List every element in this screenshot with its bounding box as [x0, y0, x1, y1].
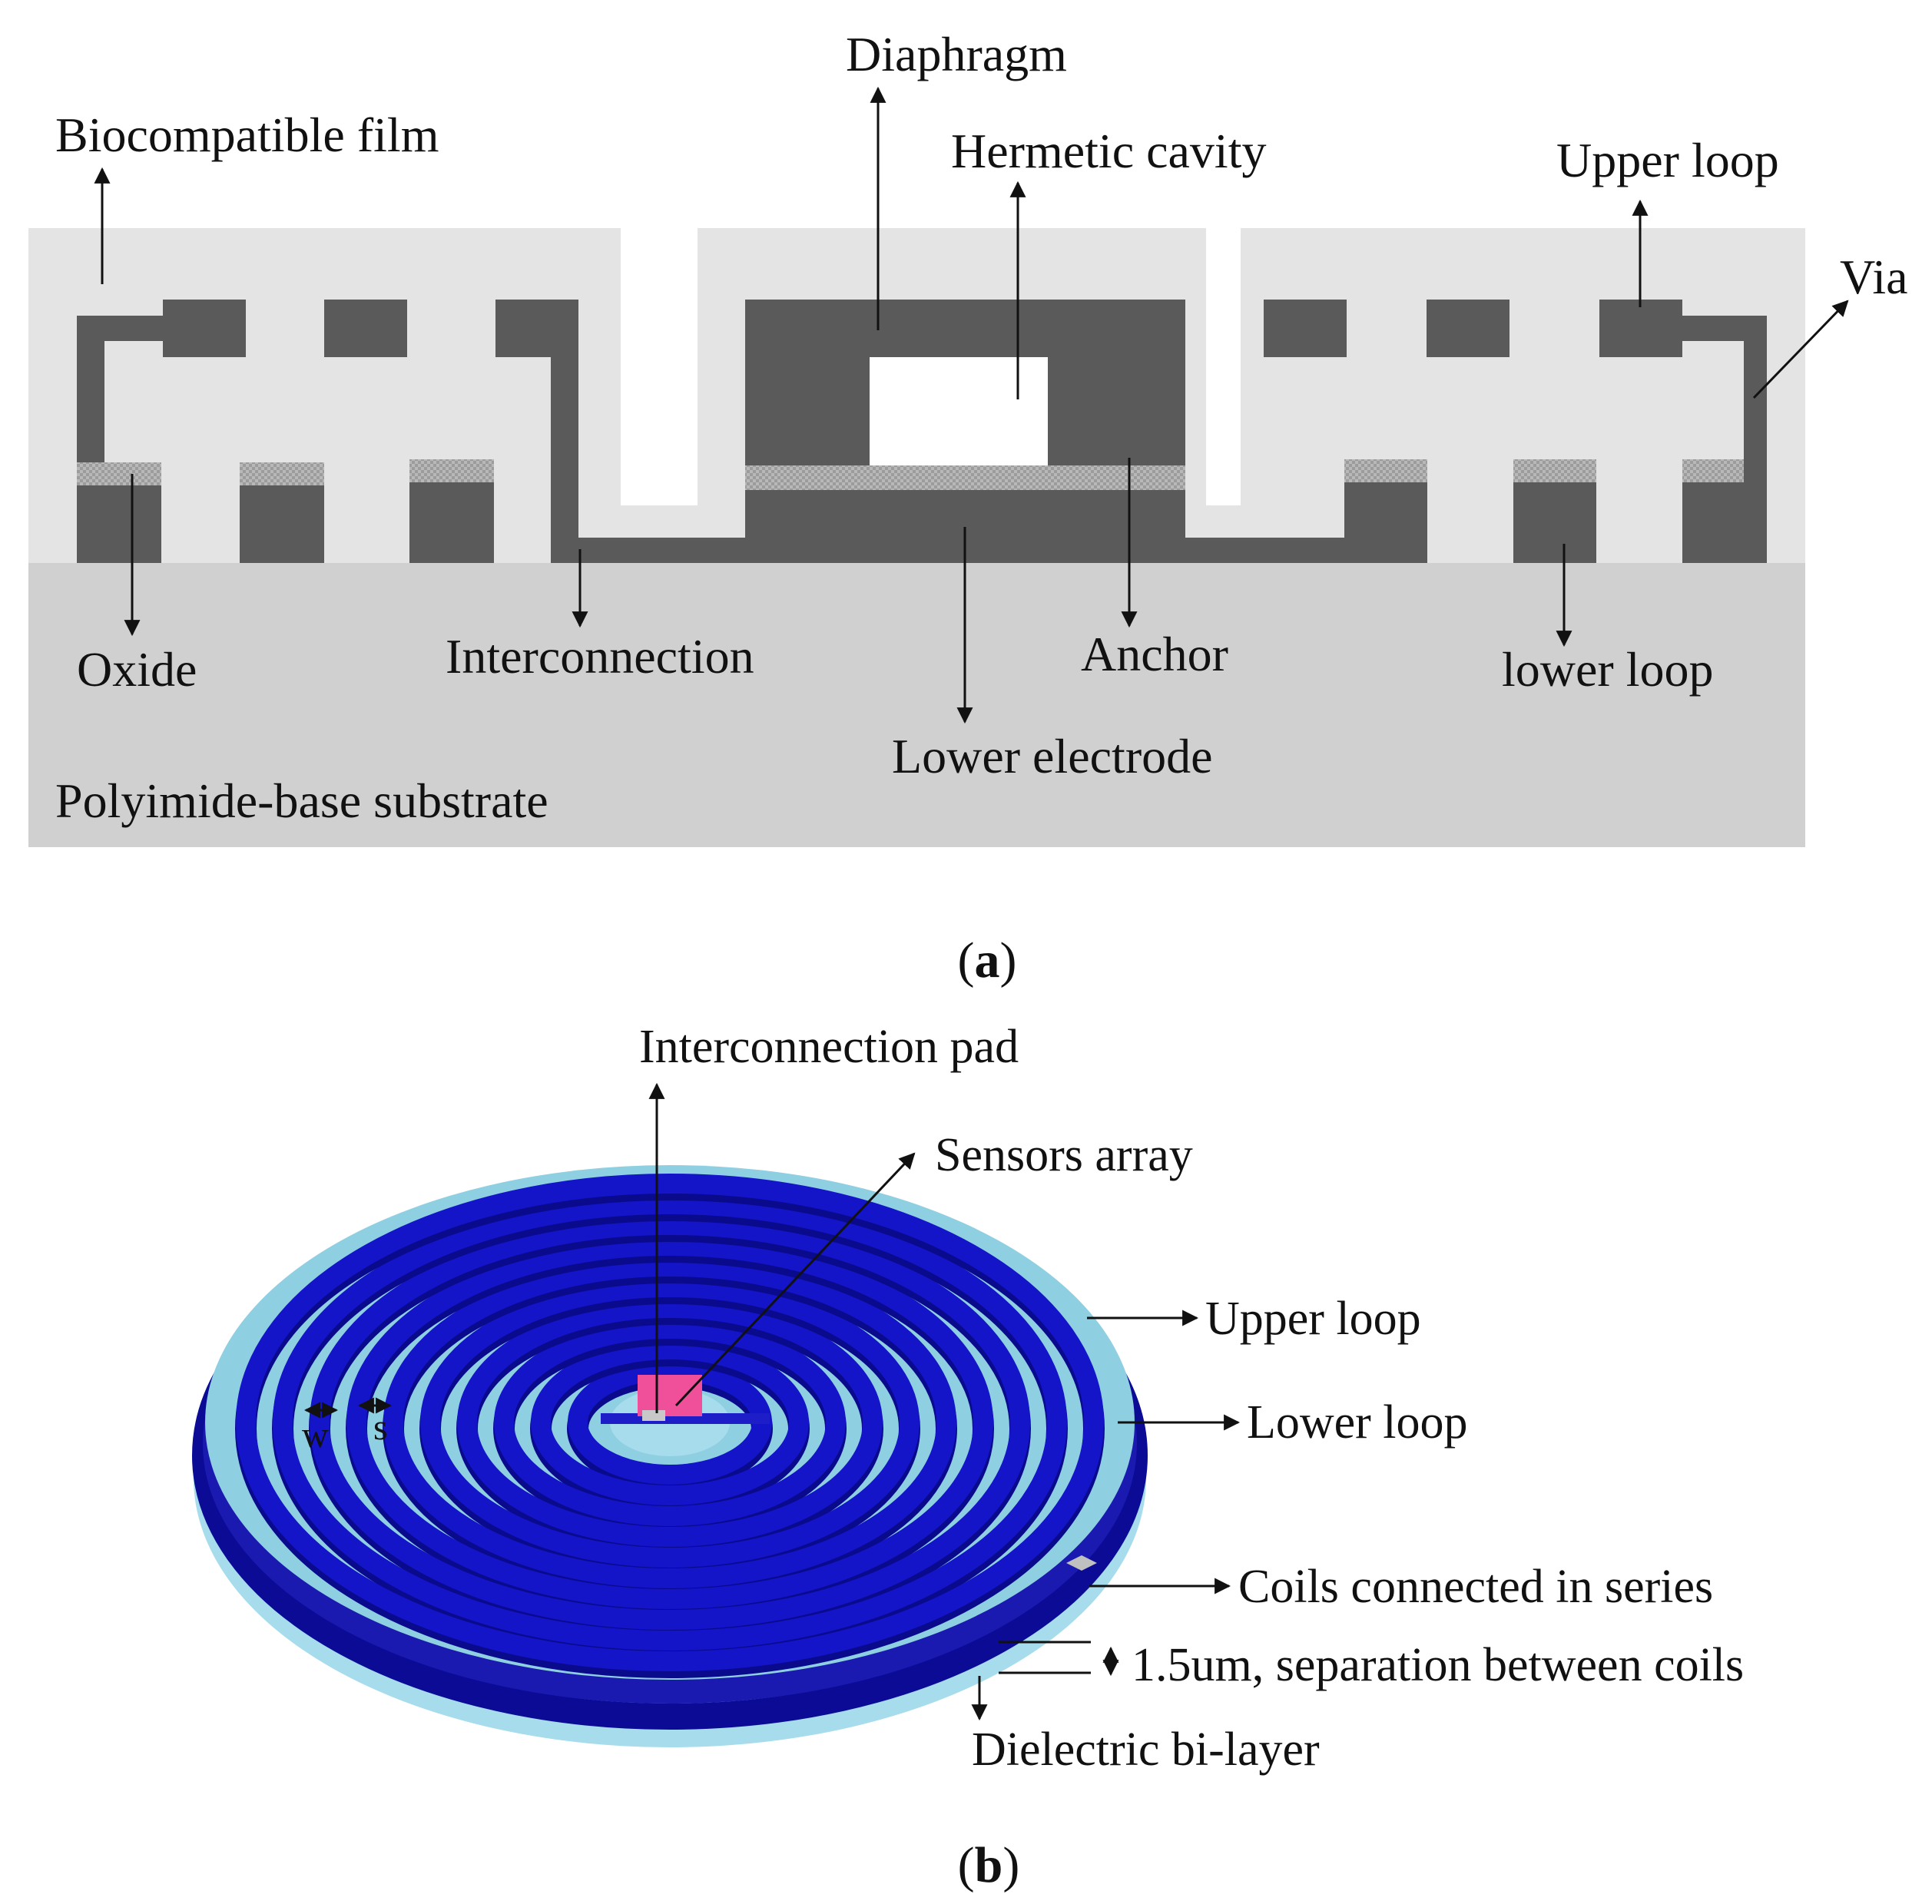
coil-turn — [457, 1298, 883, 1547]
lower-loop-left — [77, 476, 494, 563]
panel-a-arrows — [94, 86, 1849, 724]
coil-turn — [273, 1194, 1067, 1651]
caption-a-open: ( — [958, 932, 975, 988]
caption-b: (b) — [958, 1837, 1020, 1893]
interconnection-left — [551, 538, 745, 563]
label-substrate: Polyimide-base substrate — [55, 773, 548, 828]
arrow-sensors-array — [674, 1152, 916, 1407]
label-biocompatible-film: Biocompatible film — [55, 108, 439, 162]
panel-b-arrows — [648, 1082, 1241, 1721]
caption-b-letter: b — [975, 1837, 1003, 1893]
label-via: Via — [1840, 250, 1908, 304]
interconnection-pad-grey — [642, 1410, 665, 1421]
oxide-center — [745, 465, 1185, 490]
label-s: s — [373, 1407, 388, 1448]
upper-loop-left — [77, 300, 578, 563]
sensors-array-pad — [638, 1375, 702, 1416]
arrow-via — [1752, 300, 1849, 399]
coil-turn — [531, 1339, 809, 1505]
label-interconnection: Interconnection — [446, 629, 754, 684]
panel-a-cross-section: Diaphragm Biocompatible film Hermetic ca… — [28, 27, 1908, 988]
label-upper-loop-a: Upper loop — [1556, 133, 1779, 187]
label-sensors-array: Sensors array — [935, 1129, 1193, 1181]
label-diaphragm: Diaphragm — [846, 27, 1067, 81]
coil-turn — [346, 1236, 993, 1609]
caption-a-close: ) — [1000, 932, 1017, 988]
coil-turn — [420, 1277, 920, 1568]
hermetic-cavity — [870, 357, 1048, 465]
label-lower-loop-b: Lower loop — [1247, 1396, 1468, 1449]
caption-a-letter: a — [975, 932, 1000, 988]
label-separation: 1.5um, separation between coils — [1132, 1639, 1744, 1691]
series-connection-pad — [1066, 1555, 1097, 1571]
polyimide-substrate-layer — [28, 563, 1805, 847]
panel-b-coil-3d: w s Interconnection pad Sensors array Up… — [192, 1021, 1744, 1893]
caption-a: (a) — [958, 932, 1017, 988]
label-anchor: Anchor — [1081, 627, 1228, 681]
label-lower-electrode: Lower electrode — [892, 729, 1213, 783]
separation-bracket — [999, 1641, 1119, 1677]
caption-b-close: ) — [1002, 1837, 1019, 1893]
oxide-right — [1344, 459, 1744, 482]
label-interconnection-pad: Interconnection pad — [639, 1021, 1019, 1073]
oxide-left — [77, 459, 494, 485]
lower-loop-right — [1344, 476, 1744, 563]
label-lower-loop-a: lower loop — [1502, 642, 1714, 697]
label-oxide: Oxide — [77, 642, 197, 697]
label-dielectric: Dielectric bi-layer — [972, 1724, 1320, 1776]
coil-turn — [383, 1257, 956, 1588]
interconnection-right — [1185, 538, 1344, 563]
label-hermetic-cavity: Hermetic cavity — [951, 124, 1266, 178]
label-coils-series: Coils connected in series — [1238, 1561, 1713, 1613]
caption-b-open: ( — [958, 1837, 975, 1893]
upper-loop-right — [1264, 300, 1767, 563]
coil-turn — [236, 1174, 1104, 1671]
upper-loop-spiral — [235, 1174, 1105, 1678]
dimension-marks — [303, 1397, 393, 1419]
label-upper-loop-b: Upper loop — [1205, 1293, 1421, 1345]
label-w: w — [302, 1415, 329, 1455]
coil-turn — [310, 1215, 1030, 1630]
coil-turn — [494, 1319, 846, 1526]
